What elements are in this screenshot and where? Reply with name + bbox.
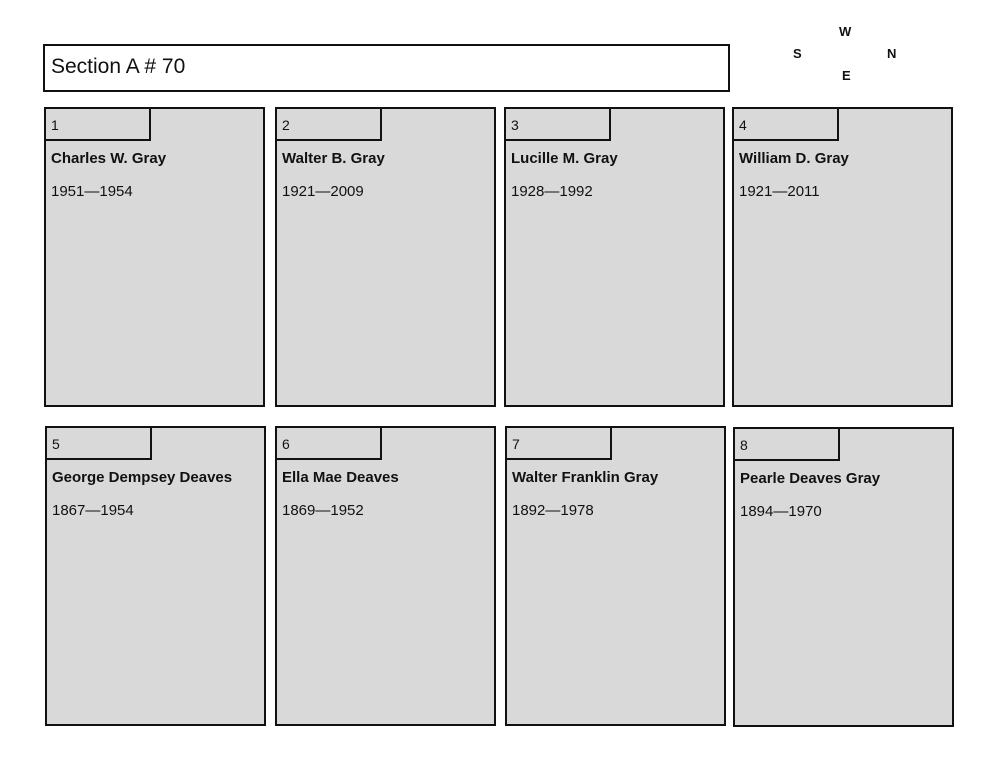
plot-number-box: 3 [506,109,611,141]
plot-number: 4 [739,117,747,133]
plot-3: 3 Lucille M. Gray 1928—1992 [504,107,725,407]
compass-right-letter: N [887,46,897,61]
plot-2: 2 Walter B. Gray 1921—2009 [275,107,496,407]
plot-name: Pearle Deaves Gray [740,470,881,487]
plot-name: Ella Mae Deaves [282,469,399,486]
plot-name: Walter Franklin Gray [512,469,659,486]
plot-name: Charles W. Gray [51,150,167,167]
plot-number: 1 [51,117,59,133]
plot-number-box: 8 [735,429,840,461]
plot-number-box: 2 [277,109,382,141]
plot-dates: 1921—2011 [739,183,820,200]
plot-1: 1 Charles W. Gray 1951—1954 [44,107,265,407]
plot-name: Lucille M. Gray [511,150,618,167]
plot-number: 5 [52,436,60,452]
plot-dates: 1928—1992 [511,183,593,200]
plot-dates: 1951—1954 [51,183,133,200]
plot-dates: 1867—1954 [52,502,134,519]
plot-name: George Dempsey Deaves [52,469,233,486]
compass-left-letter: S [793,46,802,61]
plot-number-box: 1 [46,109,151,141]
plot-4: 4 William D. Gray 1921—2011 [732,107,953,407]
plot-number: 3 [511,117,519,133]
plot-number-box: 4 [734,109,839,141]
plot-dates: 1869—1952 [282,502,364,519]
plot-number: 6 [282,436,290,452]
plot-number: 7 [512,436,520,452]
plot-number-box: 5 [47,428,152,460]
plot-name: Walter B. Gray [282,150,385,167]
compass-top-letter: W [839,24,852,39]
plot-number-box: 6 [277,428,382,460]
plot-8: 8 Pearle Deaves Gray 1894—1970 [733,427,954,727]
section-title: Section A # 70 [51,55,186,78]
compass-bottom-letter: E [842,68,851,83]
plot-dates: 1894—1970 [740,503,822,520]
plot-7: 7 Walter Franklin Gray 1892—1978 [505,426,726,726]
plot-number: 2 [282,117,290,133]
plot-dates: 1892—1978 [512,502,594,519]
plot-5: 5 George Dempsey Deaves 1867—1954 [45,426,266,726]
section-header: Section A # 70 [43,44,730,92]
plot-6: 6 Ella Mae Deaves 1869—1952 [275,426,496,726]
plot-number: 8 [740,437,748,453]
plot-number-box: 7 [507,428,612,460]
plot-dates: 1921—2009 [282,183,364,200]
plot-name: William D. Gray [739,150,849,167]
